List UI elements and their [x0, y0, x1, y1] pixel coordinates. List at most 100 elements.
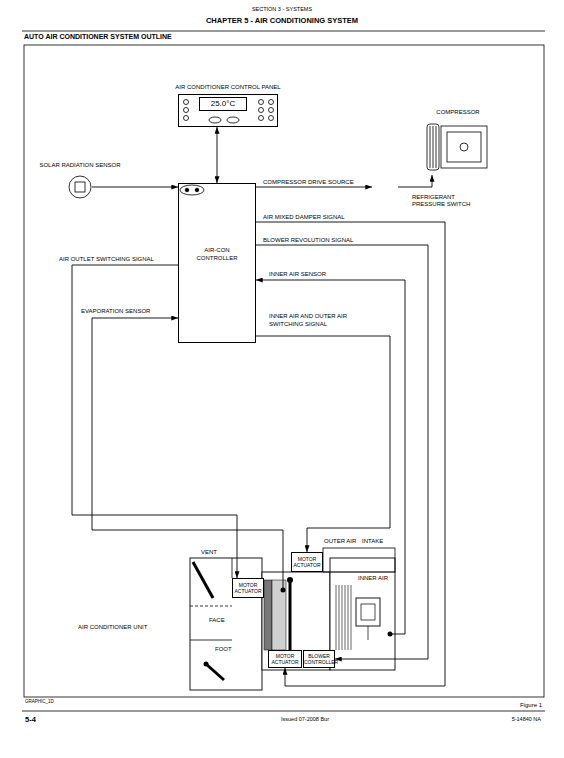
- pressure-switch: REFRIGERANT PRESSURE SWITCH: [372, 181, 398, 193]
- signal-label: COMPRESSOR DRIVE SOURCE: [262, 179, 355, 185]
- node-heading: REFRIGERANT PRESSURE SWITCH: [412, 194, 474, 208]
- line-shape: [22, 711, 545, 712]
- circle-shape: [287, 577, 293, 583]
- circle-shape: [185, 188, 189, 192]
- line-shape: [339, 585, 340, 650]
- rect-shape: [75, 182, 85, 192]
- signal-label: EVAPORATION SENSOR: [80, 308, 151, 314]
- motor-actuator: MOTOR ACTUATOR: [232, 578, 264, 598]
- intake-label: INNER AIR: [357, 575, 389, 581]
- signal-line: [398, 175, 432, 187]
- document-number: 5-14840 NA: [511, 716, 542, 722]
- solar-sensor: SOLAR RADIATION SENSOR: [68, 175, 92, 199]
- intake-label: OUTER AIR: [323, 538, 357, 544]
- signal-line: [92, 187, 178, 188]
- rect-shape: [356, 598, 380, 626]
- node-text: MOTOR ACTUATOR: [269, 654, 301, 665]
- signal-line: [217, 127, 218, 183]
- rect-shape: [427, 124, 439, 170]
- line-shape: [206, 664, 224, 680]
- line-shape: [390, 634, 395, 635]
- node-text: BLOWER CONTROLLER: [304, 654, 334, 665]
- line-shape: [193, 562, 213, 598]
- intake-label: INTAKE: [361, 538, 384, 544]
- line-shape: [190, 606, 232, 607]
- signal-label: BLOWER REVOLUTION SIGNAL: [262, 237, 354, 243]
- line-shape: [22, 31, 545, 32]
- ellipse-shape: [209, 117, 221, 123]
- signal-line: [256, 280, 405, 634]
- ellipse-shape: [227, 117, 239, 123]
- rect-shape: [323, 548, 395, 572]
- line-shape: [345, 585, 346, 650]
- rect-shape: [330, 558, 395, 670]
- signal-line: [256, 245, 428, 659]
- outlet-label: FACE: [208, 617, 226, 623]
- signal-label: INNER AIR SENSOR: [268, 271, 327, 277]
- circle-shape: [259, 116, 264, 121]
- signal-label: AIR OUTLET SWITCHING SIGNAL: [58, 256, 155, 262]
- rect-shape: [447, 132, 481, 162]
- circle-shape: [259, 108, 264, 113]
- chapter-header: CHAPTER 5 - AIR CONDITIONING SYSTEM: [205, 16, 359, 25]
- circle-shape: [69, 176, 91, 198]
- page-number: 5-4: [24, 715, 37, 724]
- ellipse-shape: [180, 185, 204, 195]
- signal-line: [256, 187, 372, 188]
- g-shape: [336, 585, 351, 650]
- signal-line: [256, 336, 390, 552]
- section-title: AUTO AIR CONDITIONER SYSTEM OUTLINE: [24, 33, 172, 40]
- node-heading: AIR CONDITIONER CONTROL PANEL: [175, 84, 280, 90]
- line-shape: [232, 558, 233, 578]
- line-shape: [190, 640, 232, 641]
- figure-caption: Figure 1: [520, 702, 542, 708]
- svg-shape: [68, 175, 92, 199]
- outlet-label: VENT: [200, 549, 218, 555]
- line-shape: [348, 585, 349, 650]
- line-shape: [336, 585, 337, 650]
- rect-shape: [361, 604, 375, 620]
- node-text: MOTOR ACTUATOR: [233, 583, 263, 594]
- air-conditioner-unit: AIR CONDITIONER UNITMOTOR ACTUATORMOTOR …: [190, 548, 395, 692]
- node-text: 25.0°C: [199, 97, 247, 111]
- circle-shape: [184, 116, 189, 121]
- signal-label: INNER AIR AND OUTER AIR SWITCHING SIGNAL: [268, 312, 365, 328]
- line-shape: [433, 126, 434, 168]
- circle-shape: [281, 588, 286, 593]
- line-shape: [430, 126, 431, 168]
- signal-line: [92, 318, 283, 548]
- compressor: COMPRESSOR: [423, 120, 493, 175]
- controller-box: AIR-CON CONTROLLER: [178, 183, 256, 343]
- rect-shape: [24, 45, 544, 697]
- circle-shape: [195, 188, 199, 192]
- control-panel: AIR CONDITIONER CONTROL PANEL25.0°C: [178, 94, 278, 127]
- signal-line: [256, 222, 445, 686]
- circle-shape: [269, 108, 274, 113]
- svg-shape: [423, 120, 493, 175]
- node-heading: COMPRESSOR: [436, 109, 479, 115]
- node-heading: AIR CONDITIONER UNIT: [78, 624, 147, 630]
- line-shape: [368, 626, 369, 640]
- circle-shape: [184, 108, 189, 113]
- section-header: SECTION 3 - SYSTEMS: [251, 6, 313, 12]
- circle-shape: [184, 100, 189, 105]
- line-shape: [351, 585, 352, 650]
- motor-actuator: MOTOR ACTUATOR: [291, 552, 323, 572]
- node-text: MOTOR ACTUATOR: [292, 557, 322, 568]
- rect-shape: [264, 580, 272, 650]
- circle-shape: [204, 662, 209, 667]
- rect-shape: [441, 126, 487, 168]
- svg-shape: [179, 184, 257, 344]
- line-shape: [330, 572, 395, 573]
- line-shape: [436, 126, 437, 168]
- line-shape: [283, 548, 284, 590]
- circle-shape: [259, 100, 264, 105]
- outlet-label: FOOT: [214, 646, 233, 652]
- circle-shape: [460, 143, 468, 151]
- signal-label: AIR MIXED DAMPER SIGNAL: [262, 214, 346, 220]
- motor-actuator: MOTOR ACTUATOR: [268, 650, 302, 668]
- node-heading: AIR-CON CONTROLLER: [179, 246, 255, 262]
- circle-shape: [269, 116, 274, 121]
- issue-date: Issued 07-2008 Bur: [280, 716, 330, 722]
